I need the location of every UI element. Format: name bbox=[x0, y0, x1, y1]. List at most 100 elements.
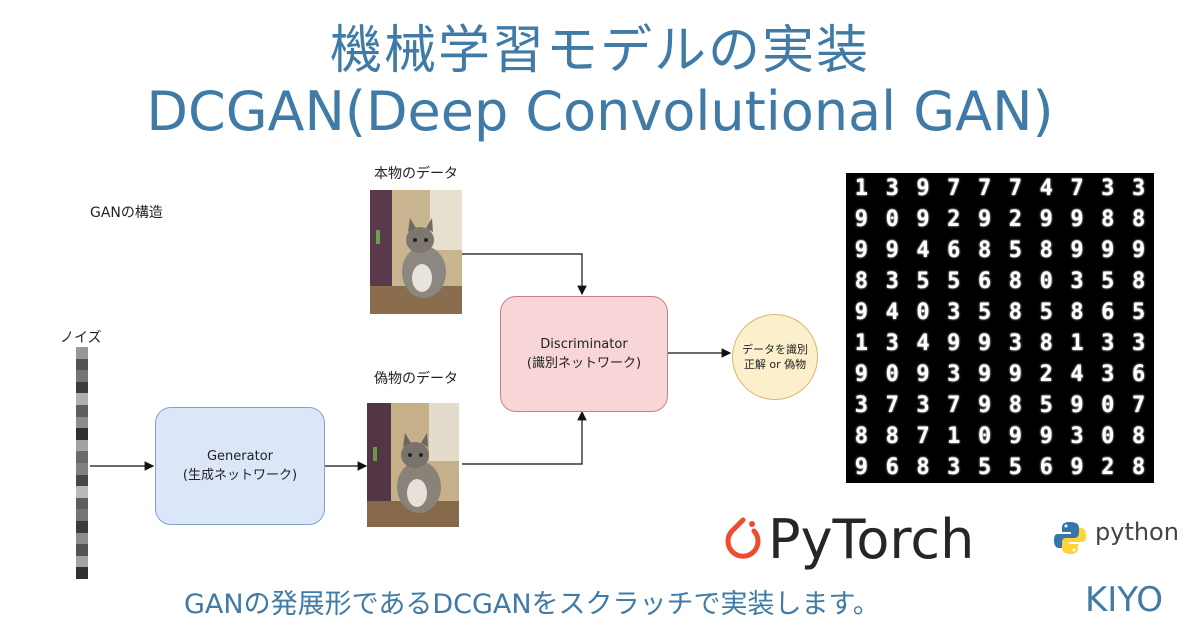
generated-digit: 8 bbox=[1008, 392, 1023, 418]
generated-digit: 9 bbox=[1070, 454, 1084, 480]
noise-cell bbox=[76, 381, 88, 394]
generated-digit: 9 bbox=[916, 175, 930, 201]
arrow-fake-to-discriminator bbox=[462, 410, 587, 465]
generated-digit: 3 bbox=[885, 175, 899, 201]
generated-digit: 8 bbox=[854, 423, 869, 449]
real-data-label: 本物のデータ bbox=[374, 166, 458, 182]
generated-digit: 2 bbox=[1101, 454, 1115, 480]
generated-digit: 8 bbox=[1131, 454, 1146, 480]
noise-cell bbox=[76, 532, 88, 545]
generated-digit: 6 bbox=[885, 454, 899, 480]
generated-digit: 3 bbox=[947, 299, 961, 325]
generated-digit: 2 bbox=[947, 206, 961, 232]
generated-digit: 3 bbox=[885, 330, 899, 356]
fake-cat-photo bbox=[367, 403, 459, 527]
generated-digit: 7 bbox=[947, 392, 961, 418]
generated-digit: 9 bbox=[916, 361, 930, 387]
generated-digit: 3 bbox=[1131, 175, 1146, 201]
generated-digit: 8 bbox=[1131, 206, 1146, 232]
noise-cell bbox=[76, 555, 88, 568]
generated-digit: 8 bbox=[885, 423, 899, 449]
generated-digit: 8 bbox=[1039, 330, 1053, 356]
generated-digit: 9 bbox=[1070, 206, 1084, 232]
python-wordmark: python bbox=[1095, 518, 1179, 546]
generated-digit: 9 bbox=[885, 237, 899, 263]
output-circle: データを識別 正解 or 偽物 bbox=[732, 314, 818, 400]
title-line-1: 機械学習モデルの実装 bbox=[329, 21, 870, 81]
generated-digit: 8 bbox=[1131, 268, 1146, 294]
generated-digit: 4 bbox=[916, 330, 930, 356]
generated-digit: 9 bbox=[854, 299, 869, 325]
noise-cell bbox=[76, 486, 88, 498]
generated-digit: 0 bbox=[1101, 423, 1115, 449]
generated-digit: 8 bbox=[977, 237, 992, 263]
generated-digit: 9 bbox=[977, 330, 992, 356]
generated-digit: 5 bbox=[1131, 299, 1146, 325]
author-label: KIYO bbox=[1085, 580, 1163, 620]
noise-label: ノイズ bbox=[60, 330, 102, 346]
generated-digit: 6 bbox=[977, 268, 992, 294]
generated-digit: 9 bbox=[916, 206, 930, 232]
generated-digit: 3 bbox=[1101, 330, 1115, 356]
generated-digit: 1 bbox=[947, 423, 961, 449]
noise-vector bbox=[76, 347, 88, 579]
generated-digit: 9 bbox=[1070, 237, 1084, 263]
title-line-2: DCGAN(Deep Convolutional GAN) bbox=[146, 80, 1054, 143]
generated-digit: 4 bbox=[916, 237, 930, 263]
noise-cell bbox=[76, 370, 88, 382]
generated-digit: 5 bbox=[1101, 268, 1115, 294]
generated-digit: 2 bbox=[1039, 361, 1053, 387]
noise-cell bbox=[76, 567, 88, 579]
generated-digit: 3 bbox=[1070, 423, 1084, 449]
generated-digit: 5 bbox=[977, 454, 992, 480]
generated-digit: 7 bbox=[916, 423, 930, 449]
pytorch-logo: PyTorch bbox=[722, 508, 974, 571]
generated-digit: 0 bbox=[1039, 268, 1053, 294]
generated-digit: 6 bbox=[1131, 361, 1146, 387]
noise-cell bbox=[76, 463, 88, 475]
generated-digit: 7 bbox=[1131, 392, 1146, 418]
discriminator-name: Discriminator bbox=[540, 336, 628, 352]
generated-digit: 0 bbox=[977, 423, 992, 449]
generated-digit: 6 bbox=[1101, 299, 1115, 325]
noise-cell bbox=[76, 439, 88, 452]
noise-cell bbox=[76, 393, 88, 405]
generated-digit: 3 bbox=[1131, 330, 1146, 356]
fake-data-label: 偽物のデータ bbox=[374, 371, 458, 387]
noise-cell bbox=[76, 544, 88, 556]
generated-digit: 1 bbox=[854, 175, 869, 201]
generated-digit: 3 bbox=[885, 268, 899, 294]
generator-subtitle: (生成ネットワーク) bbox=[182, 468, 298, 483]
generated-digit: 9 bbox=[854, 237, 869, 263]
generated-digit: 1 bbox=[854, 330, 869, 356]
generated-digit: 8 bbox=[854, 268, 869, 294]
noise-cell bbox=[76, 451, 88, 463]
generated-digit: 8 bbox=[1101, 206, 1115, 232]
noise-cell bbox=[76, 416, 88, 429]
generated-digit: 9 bbox=[1039, 423, 1053, 449]
generated-digit: 9 bbox=[1008, 423, 1023, 449]
generated-digit: 6 bbox=[947, 237, 961, 263]
generated-digit: 9 bbox=[854, 361, 869, 387]
noise-cell bbox=[76, 347, 88, 359]
generated-digit: 8 bbox=[1008, 268, 1023, 294]
generated-digit: 5 bbox=[1039, 299, 1053, 325]
generated-digit: 3 bbox=[947, 454, 961, 480]
generated-digit: 9 bbox=[977, 361, 992, 387]
generator-box: Generator (生成ネットワーク) bbox=[155, 407, 325, 525]
generated-digit: 7 bbox=[977, 175, 992, 201]
pytorch-flame-icon bbox=[725, 517, 761, 559]
generated-digit: 8 bbox=[916, 454, 930, 480]
generated-digit: 5 bbox=[1008, 454, 1023, 480]
arrow-real-to-discriminator bbox=[462, 253, 587, 296]
generated-digit: 9 bbox=[1101, 237, 1115, 263]
generated-digit: 9 bbox=[854, 454, 869, 480]
generated-digit: 9 bbox=[947, 330, 961, 356]
diagram-caption: GANの構造 bbox=[90, 205, 163, 221]
generated-digit: 3 bbox=[1101, 361, 1115, 387]
generated-digit: 7 bbox=[885, 392, 899, 418]
discriminator-box: Discriminator (識別ネットワーク) bbox=[500, 296, 668, 412]
noise-cell bbox=[76, 474, 88, 487]
generated-digit: 3 bbox=[1101, 175, 1115, 201]
